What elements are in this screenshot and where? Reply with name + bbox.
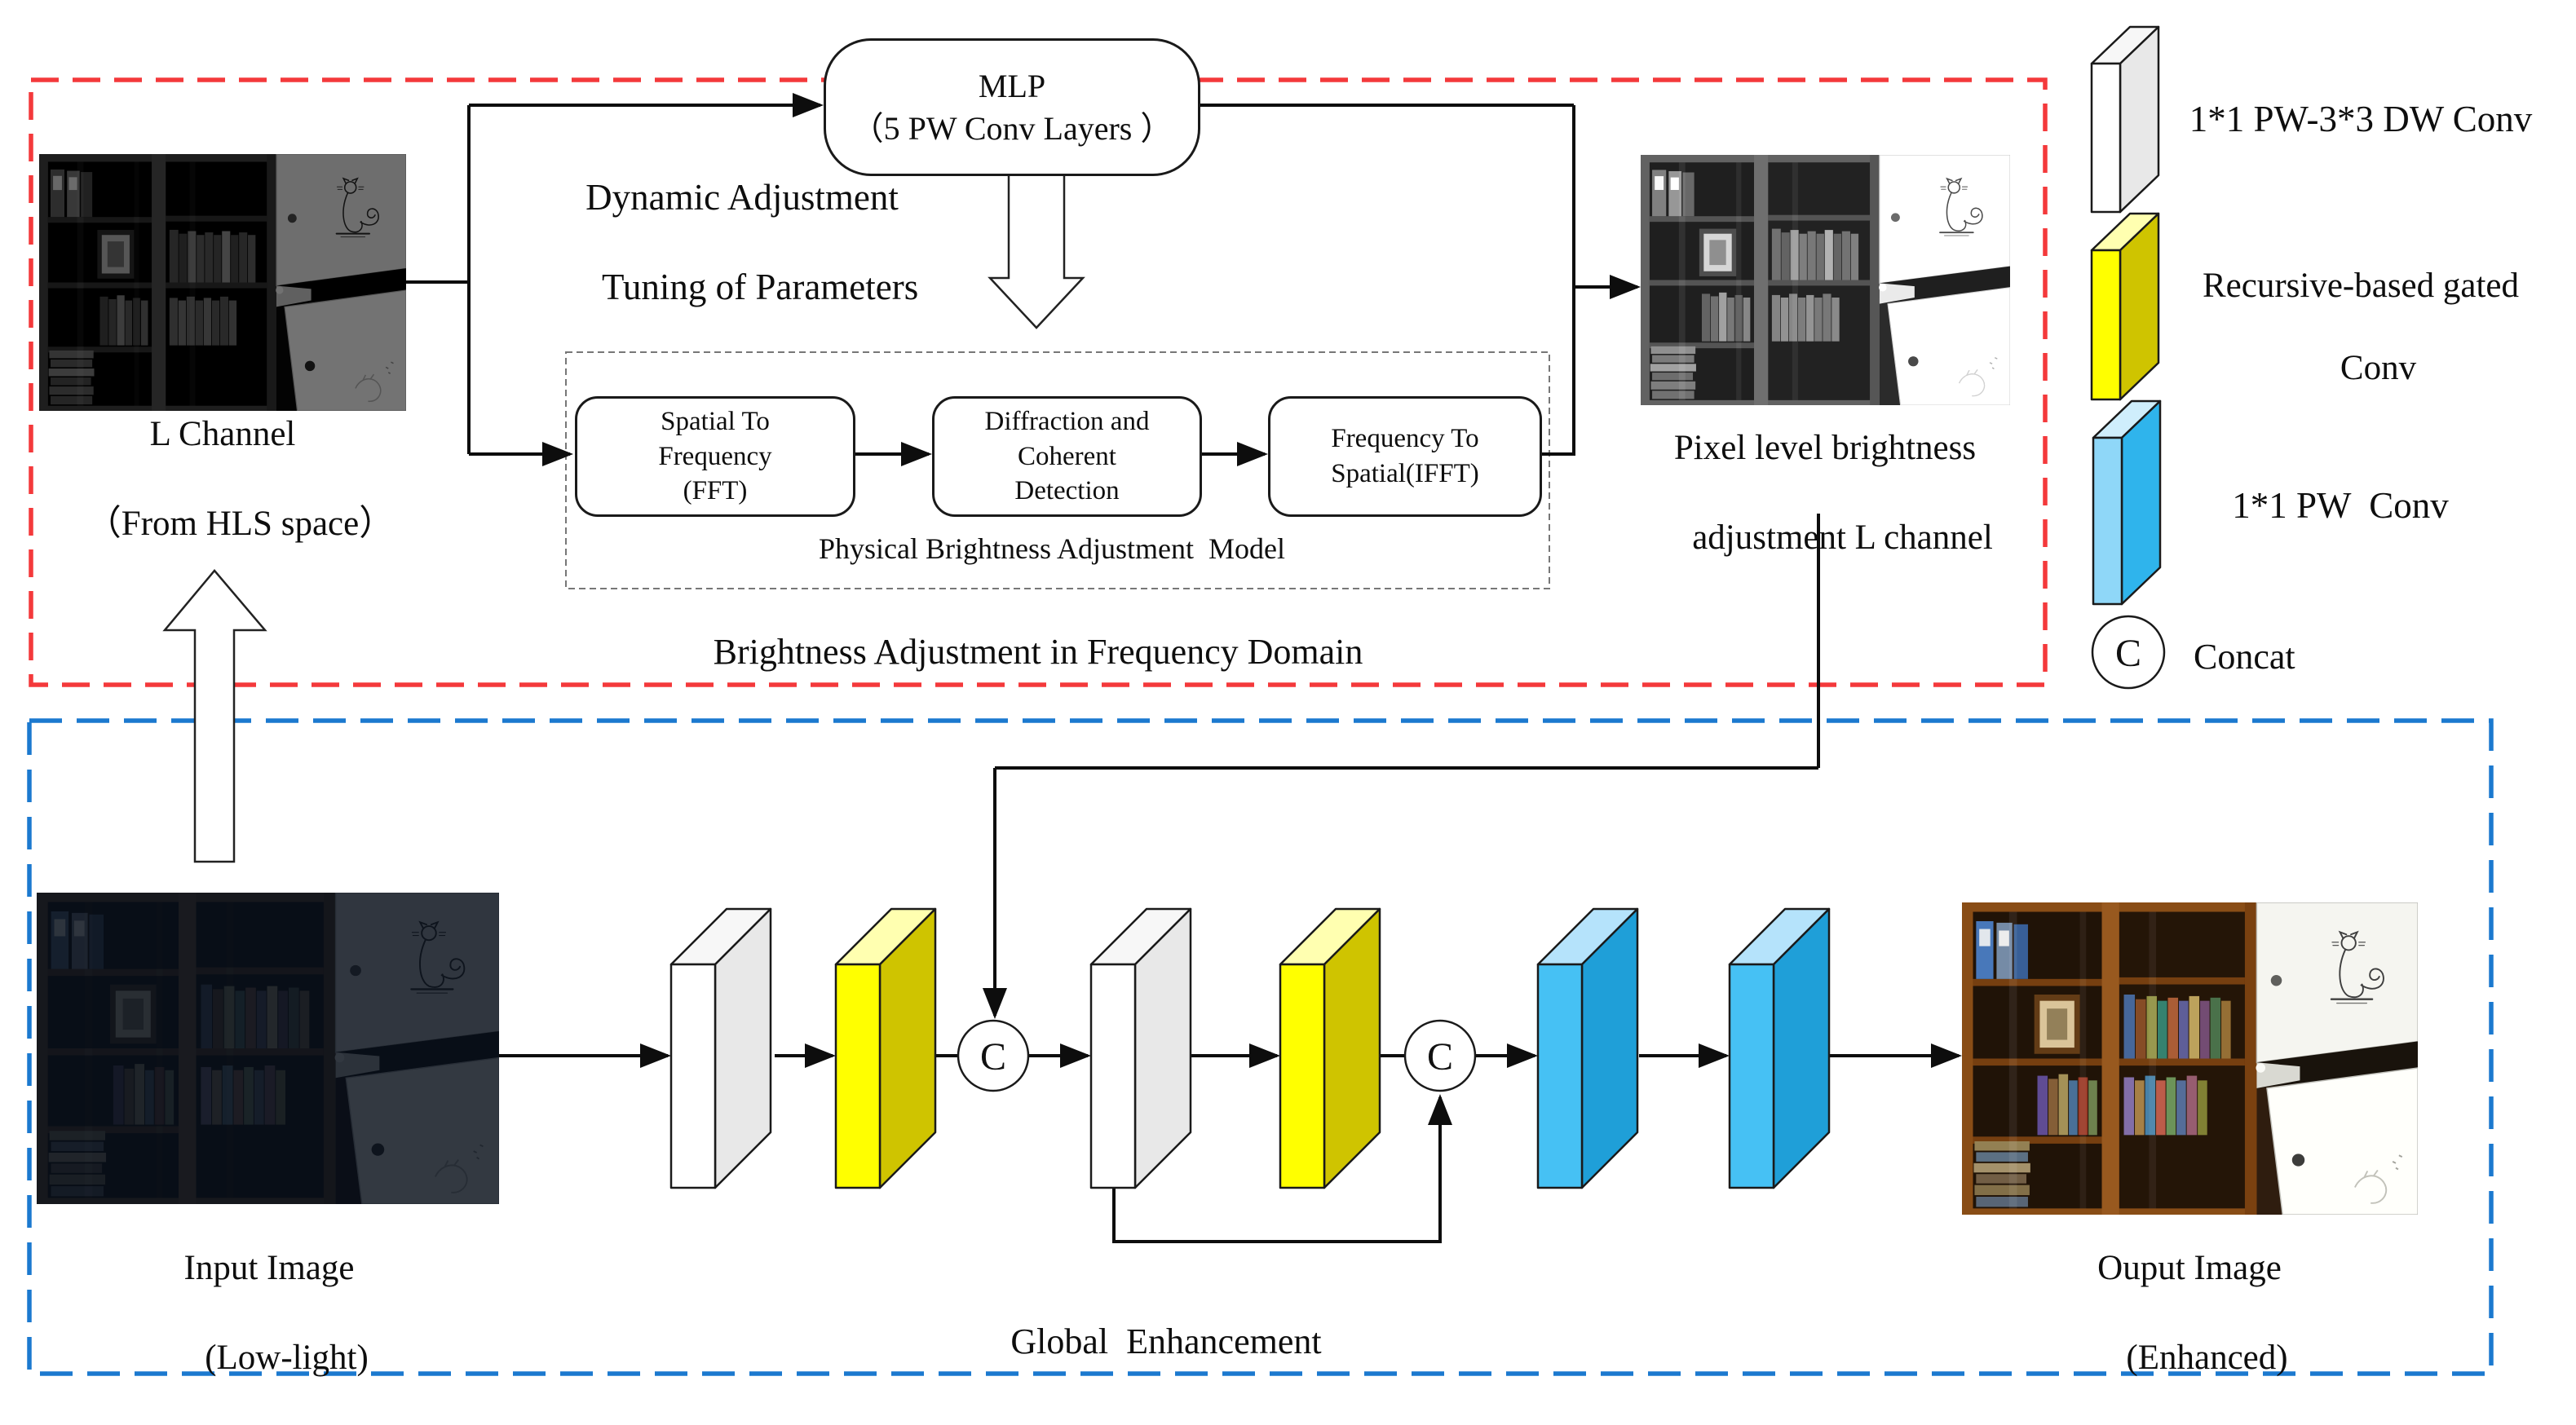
frequency-domain-section-title: Brightness Adjustment in Frequency Domai… — [713, 632, 1363, 672]
global-enhancement-region-border — [27, 718, 2494, 1376]
fft-line1: Spatial To — [661, 406, 770, 436]
legend-gated-line1: Recursive-based gated — [2202, 267, 2520, 305]
diffraction-line3: Detection — [1014, 476, 1120, 506]
l-channel-caption-line2: （From HLS space） — [86, 505, 395, 544]
down-block-arrow-icon — [988, 171, 1085, 329]
physical-model-title: Physical Brightness Adjustment Model — [819, 532, 1285, 565]
conv-block-gated-2 — [1279, 907, 1381, 1189]
ifft-line2: Spatial(IFFT) — [1331, 459, 1479, 488]
connector-arrows — [406, 93, 1962, 1243]
legend-label-concat: Concat — [2194, 637, 2295, 677]
legend-swatch-pw-conv — [2092, 399, 2162, 606]
concat-symbol: C — [980, 1035, 1006, 1079]
diffraction-box: Diffraction and Coherent Detection — [932, 396, 1202, 517]
up-block-arrow-icon — [162, 569, 267, 863]
dynamic-adjustment-label: Dynamic Adjustment Tuning of Parameters — [522, 175, 962, 355]
pixel-level-adjusted-image — [1641, 155, 2010, 405]
output-enhanced-image — [1962, 902, 2418, 1215]
legend-swatch-pw-dw-conv — [2090, 25, 2160, 214]
l-channel-caption-line1: L Channel — [149, 415, 296, 453]
conv-block-pw-dw-2 — [1089, 907, 1192, 1189]
mlp-box-line1: MLP — [978, 67, 1046, 104]
conv-block-pw-1 — [1536, 907, 1639, 1189]
output-image-caption: Ouput Image (Enhanced) — [1986, 1246, 2393, 1425]
mlp-box: MLP （5 PW Conv Layers ） — [824, 38, 1200, 176]
conv-block-pw-dw-1 — [669, 907, 772, 1189]
pixel-level-caption: Pixel level brightness adjustment L chan… — [1621, 426, 2029, 605]
input-caption-line1: Input Image — [183, 1249, 355, 1287]
concat-node-1: C — [957, 1019, 1030, 1092]
conv-block-gated-1 — [834, 907, 937, 1189]
pixel-caption-line2: adjustment L channel — [1692, 518, 1993, 558]
mlp-box-line2: （5 PW Conv Layers ） — [851, 109, 1173, 147]
fft-line3: (FFT) — [683, 476, 748, 506]
output-caption-line1: Ouput Image — [2097, 1249, 2282, 1287]
legend-label-gated-conv: Recursive-based gated Conv — [2169, 266, 2552, 431]
architecture-figure: C C C — [19, 25, 2552, 1377]
legend-label-pw-conv: 1*1 PW Conv — [2232, 485, 2449, 526]
ifft-box: Frequency To Spatial(IFFT) — [1268, 396, 1542, 517]
diagram-artwork: C C C — [27, 25, 2494, 1376]
fft-box: Spatial To Frequency (FFT) — [575, 396, 855, 517]
concat-symbol: C — [2115, 632, 2141, 675]
legend-gated-line2: Conv — [2340, 349, 2417, 388]
l-channel-caption: L Channel （From HLS space） — [19, 412, 426, 591]
conv-block-pw-2 — [1728, 907, 1831, 1189]
dynamic-line1: Dynamic Adjustment — [585, 177, 899, 218]
fft-line2: Frequency — [658, 441, 772, 471]
input-low-light-image — [37, 893, 499, 1204]
legend-swatch-gated-conv — [2090, 212, 2160, 401]
diffraction-line2: Coherent — [1018, 441, 1116, 471]
input-caption-line2: (Low-light) — [205, 1339, 369, 1378]
l-channel-image — [39, 154, 406, 411]
dynamic-line2: Tuning of Parameters — [601, 266, 919, 307]
skip-connection-line — [1112, 1094, 1452, 1243]
input-image-caption: Input Image (Low-light) — [65, 1246, 473, 1425]
output-caption-line2: (Enhanced) — [2126, 1339, 2288, 1378]
global-enhancement-section-title: Global Enhancement — [1010, 1321, 1322, 1361]
legend-label-pw-dw-conv: 1*1 PW-3*3 DW Conv — [2189, 99, 2533, 139]
ifft-line1: Frequency To — [1331, 424, 1479, 454]
pixel-caption-line1: Pixel level brightness — [1673, 429, 1977, 467]
physical-model-dashed-box — [565, 351, 1550, 589]
diffraction-line1: Diffraction and — [984, 406, 1150, 436]
concat-symbol: C — [1427, 1035, 1453, 1079]
legend-swatch-concat: C — [2091, 615, 2166, 690]
concat-node-2: C — [1403, 1019, 1477, 1092]
